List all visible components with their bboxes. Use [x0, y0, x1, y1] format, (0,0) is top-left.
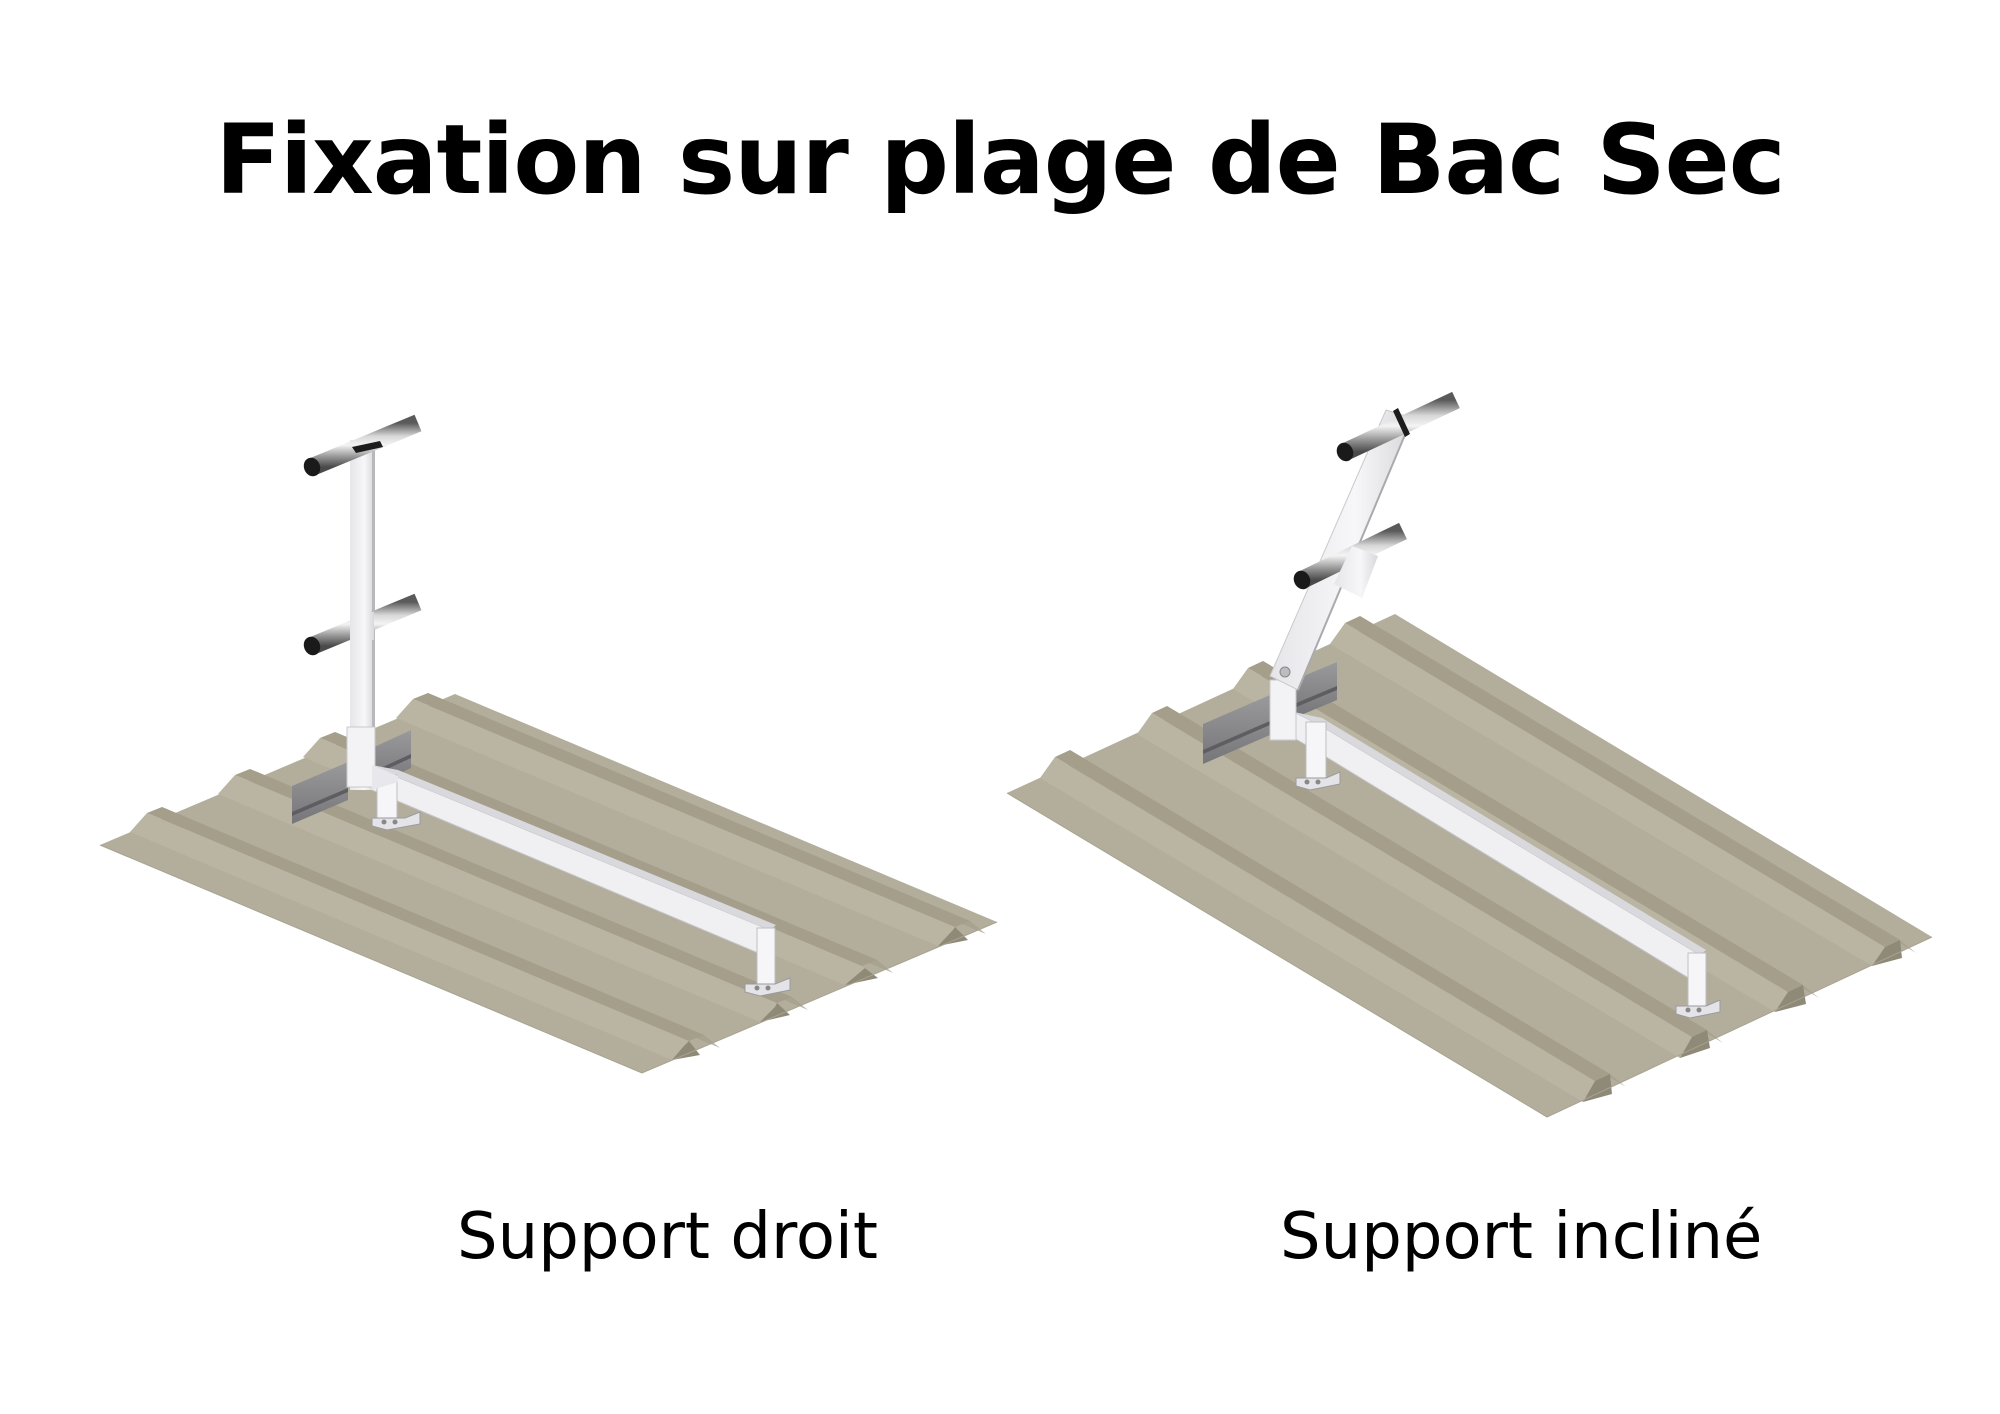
page-title: Fixation sur plage de Bac Sec: [215, 104, 1785, 216]
figure-support-incline: [1006, 391, 1933, 1118]
middle-rail-left: [303, 593, 422, 656]
roof-sheet-left: [99, 693, 998, 1074]
top-rail-right: [1336, 391, 1460, 462]
top-rail-left: [303, 414, 422, 477]
roof-sheet-right: [1006, 614, 1933, 1118]
middle-rail-right: [1293, 522, 1407, 598]
figure-support-droit: [99, 414, 998, 1074]
caption-support-droit: Support droit: [457, 1200, 878, 1274]
caption-support-incline: Support incliné: [1280, 1200, 1763, 1274]
